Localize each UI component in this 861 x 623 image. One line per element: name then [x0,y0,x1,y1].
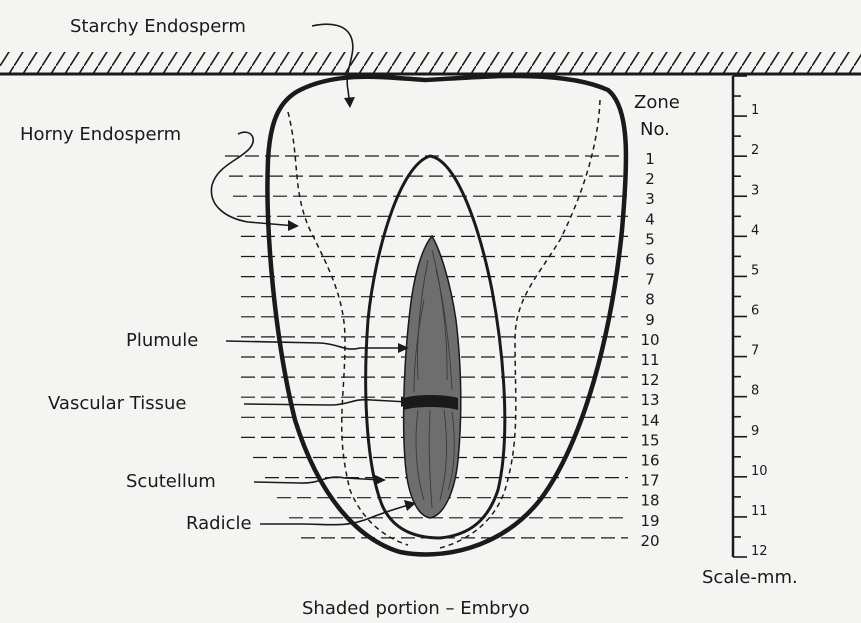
zone-number: 10 [640,331,659,349]
scale-number: 3 [751,183,759,198]
scale-number: 6 [751,304,759,319]
zone-number: 17 [640,472,659,490]
starchy-endosperm-arrowhead [344,97,355,108]
scale-number: 5 [751,263,759,278]
embryo-shaded [404,236,461,518]
zone-number: 13 [640,391,659,409]
zone-number: 20 [640,532,659,550]
zone-number: 6 [645,251,655,269]
plumule-label: Plumule [126,330,198,351]
scale-number: 8 [751,384,759,399]
horny-endosperm-right-boundary [440,100,600,548]
scale-number: 9 [751,424,759,439]
zone-header-line2: No. [640,119,670,140]
zone-number: 14 [640,411,659,429]
zone-number: 18 [640,492,659,510]
surface-hatching [0,52,861,74]
scale-number: 2 [751,143,759,158]
starchy-endosperm-label: Starchy Endosperm [70,16,246,37]
zone-number: 5 [645,230,655,248]
zone-number: 19 [640,512,659,530]
zone-number: 15 [640,431,659,449]
scale-number: 7 [751,344,759,359]
scale-number: 1 [751,103,759,118]
zone-number: 7 [645,271,655,289]
horny-endosperm-leader [211,132,296,226]
horny-endosperm-left-boundary [288,112,408,545]
zone-number: 4 [645,210,655,228]
scale-number: 12 [751,544,768,559]
scale-label: Scale-mm. [702,567,798,588]
scale-number: 10 [751,464,768,479]
plumule-leader [226,341,405,349]
caption: Shaded portion – Embryo [302,598,530,619]
radicle-label: Radicle [186,513,252,534]
zone-header-line1: Zone [634,92,680,113]
zone-number: 3 [645,190,655,208]
horny-endosperm-arrowhead [288,220,299,231]
zone-number: 1 [645,150,655,168]
zone-number: 8 [645,291,655,309]
zone-number: 12 [640,371,659,389]
vascular-tissue-label: Vascular Tissue [48,393,186,414]
zone-number: 16 [640,452,659,470]
zone-number: 11 [640,351,659,369]
scutellum-arrowhead [375,475,386,485]
zone-number: 2 [645,170,655,188]
horny-endosperm-label: Horny Endosperm [20,124,181,145]
scutellum-label: Scutellum [126,471,216,492]
scale-number: 4 [751,223,759,238]
zone-number: 9 [645,311,655,329]
vascular-tissue-leader [244,400,408,405]
scale-number: 11 [751,504,768,519]
